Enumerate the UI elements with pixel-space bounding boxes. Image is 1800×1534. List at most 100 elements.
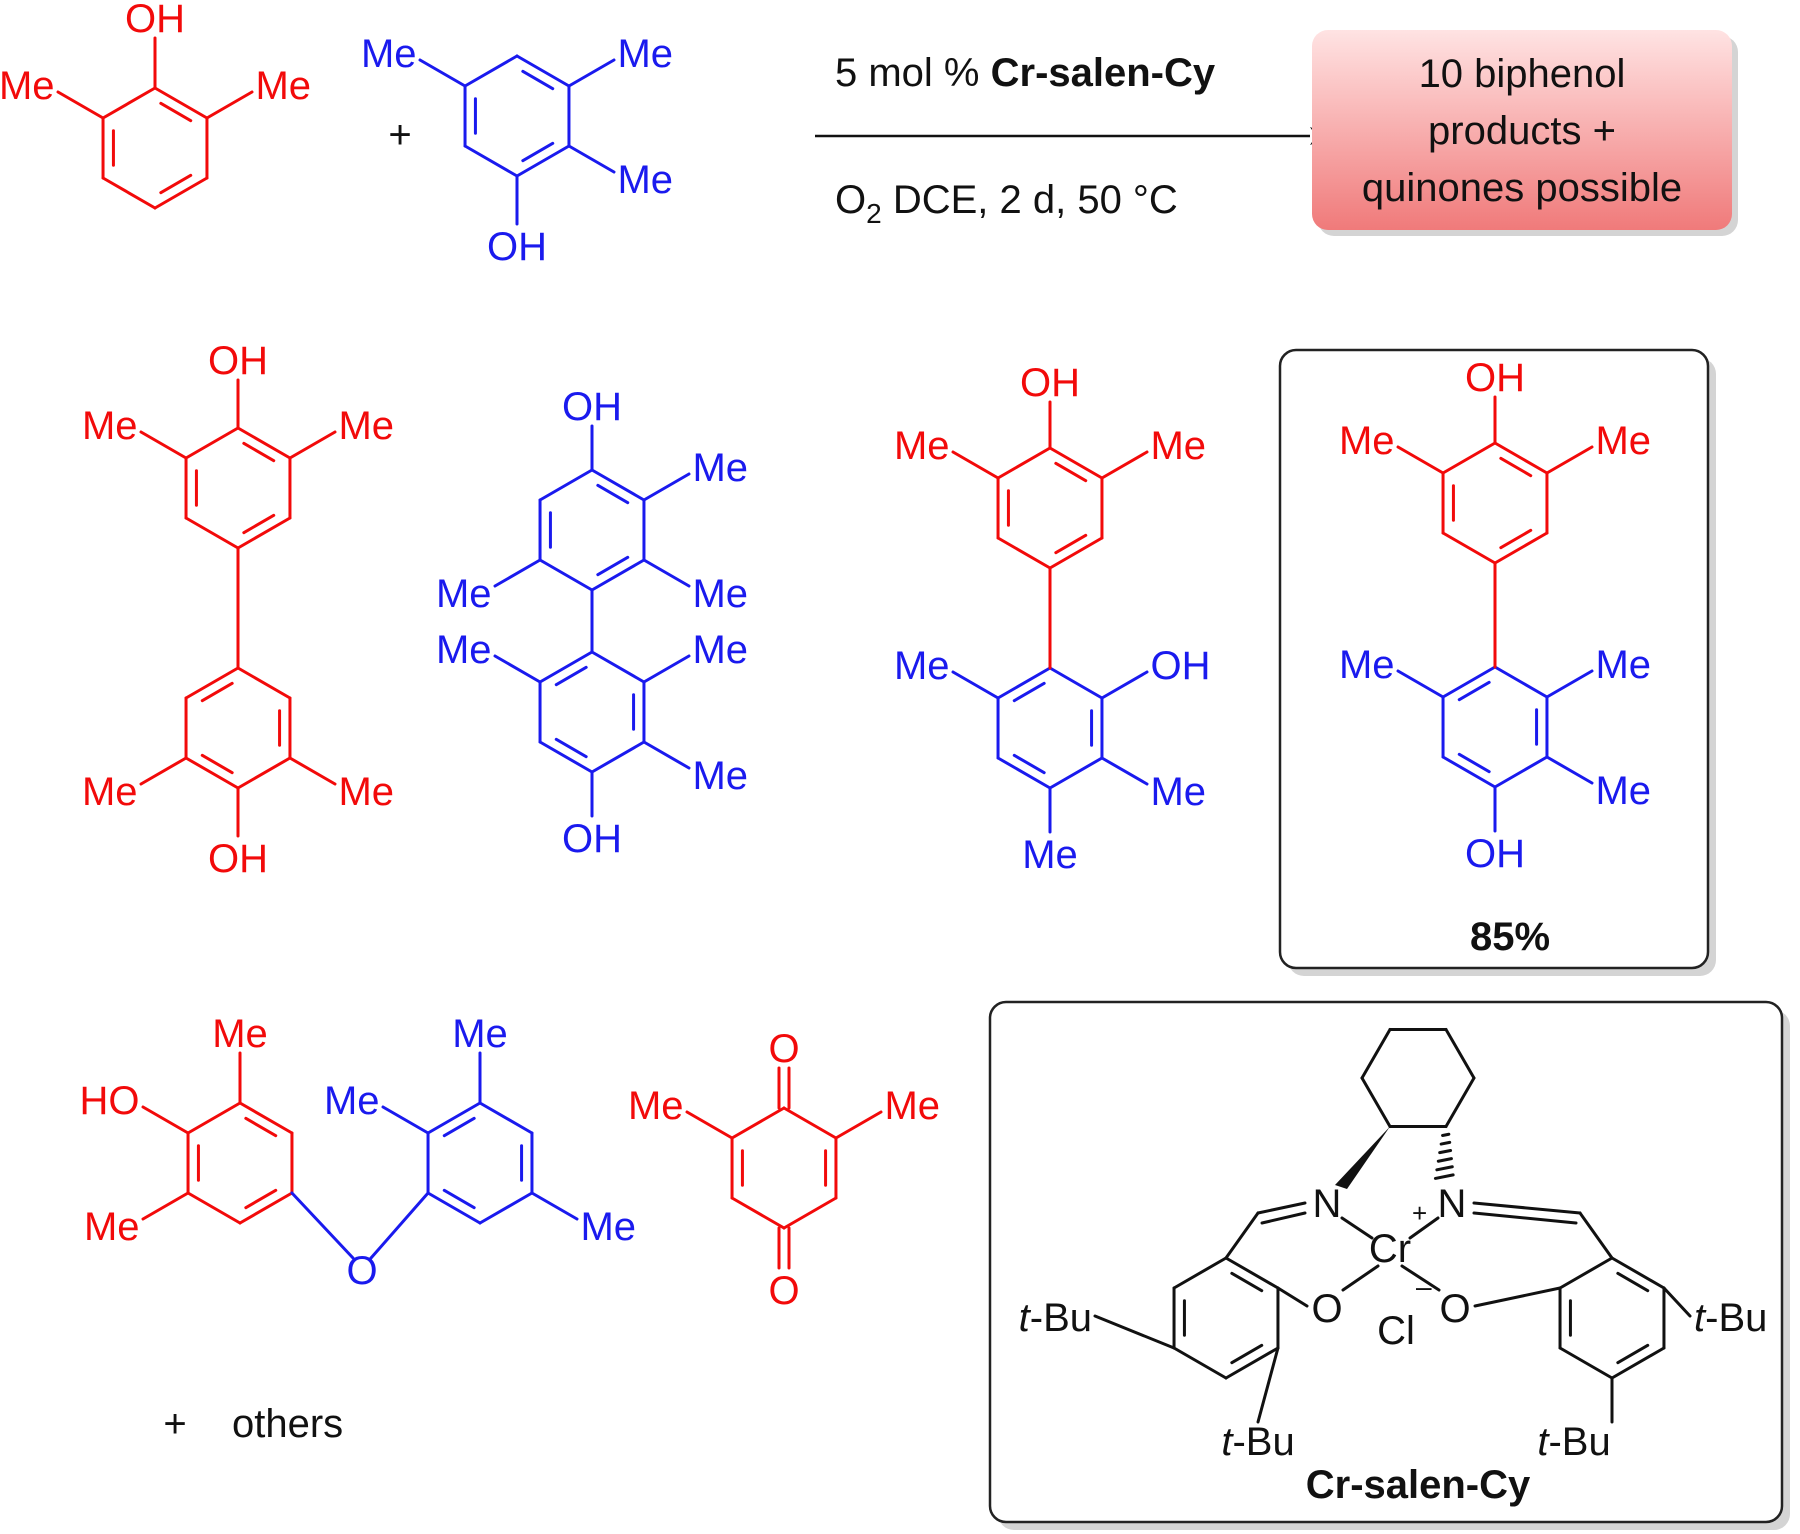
ring-double-bond [1230, 1271, 1264, 1293]
quinone-ring-bond [782, 1196, 838, 1230]
ring-double-bond [1499, 528, 1533, 550]
cyclohexane-bond [1444, 1028, 1476, 1080]
productB-ring-bond [538, 740, 594, 774]
substituent-bond [141, 1105, 190, 1135]
substituent-bond [139, 756, 188, 786]
productD-ring-bond [1493, 665, 1549, 699]
oxygen-right: O [1439, 1287, 1470, 1331]
productC-ring-bond [996, 756, 1052, 790]
ring-double-bond [242, 441, 276, 463]
hash-bond [1435, 1165, 1454, 1172]
ring-double-bond [1457, 752, 1491, 774]
substituent-bond [642, 740, 691, 770]
imine-double-bond [1260, 1211, 1307, 1225]
reactant2-oh: OH [487, 225, 547, 269]
substituent-bond [951, 450, 1000, 480]
ring-double-bond [200, 681, 234, 703]
quinone-ring-bond [782, 1106, 838, 1140]
reactant1-oh: OH [125, 0, 185, 41]
ether-bond [290, 1191, 355, 1260]
substituent-bond [567, 58, 616, 88]
imine-double-bond [1472, 1201, 1582, 1215]
productC-ring-bond [996, 446, 1052, 480]
ring-double-bond [554, 665, 588, 687]
ring-double-bond [1230, 1343, 1264, 1365]
reactant2-ring-bond [515, 54, 571, 88]
ring-double-bond [200, 753, 234, 775]
oxygen-left: O [1311, 1287, 1342, 1331]
substituent-bond [1662, 1286, 1692, 1318]
ring-double-bond [242, 513, 276, 535]
productB-oh-bottom: OH [562, 817, 622, 861]
ring-double-bond [1457, 680, 1491, 702]
productC-me-red: Me [1150, 424, 1206, 468]
productB-ring-bond [538, 650, 594, 684]
productD-me-blue: Me [1339, 643, 1395, 687]
reactant1-ring-bond [153, 86, 209, 120]
ring-double-bond [1054, 461, 1088, 483]
salen-ring-bond [1558, 1346, 1614, 1380]
substituent-bond [418, 58, 467, 88]
productB-oh-top: OH [562, 385, 622, 429]
ether-me-red: Me [84, 1205, 140, 1249]
cyclohexane-bond [1444, 1076, 1476, 1128]
reactant2-ring-bond [463, 144, 519, 178]
ring-double-bond [1616, 1271, 1650, 1293]
ring-double-bond [596, 555, 630, 577]
result-line-1: 10 biphenol [1419, 52, 1626, 96]
reactant1-ring-bond [153, 176, 209, 210]
quinone-ring-bond [730, 1196, 786, 1230]
hash-bond [1433, 1173, 1455, 1180]
ring-double-bond [1054, 533, 1088, 555]
productD-oh-blue: OH [1465, 832, 1525, 876]
productB-ring-bond [590, 468, 646, 502]
condition-catalyst-loading: 5 mol % Cr-salen-Cy [835, 51, 1216, 95]
productD-ring-bond [1441, 665, 1497, 699]
productD-me-red: Me [1339, 419, 1395, 463]
salen-ring-bond [1610, 1346, 1666, 1380]
productC-ring-bond [1048, 446, 1104, 480]
substituent-bond [642, 558, 691, 588]
tbu-left-bottom: t-Bu [1221, 1420, 1294, 1464]
productB-me: Me [436, 572, 492, 616]
substituent-bond [834, 1110, 883, 1140]
charge-minus: – [1416, 1271, 1432, 1302]
ring-double-bond [442, 1116, 476, 1138]
salen-ring-bond [1172, 1346, 1228, 1380]
productA-oh-top: OH [208, 339, 268, 383]
substituent-bond [1100, 670, 1149, 700]
nitrogen-left: N [1313, 1182, 1342, 1226]
substituent-bond [205, 90, 254, 120]
imine-double-bond [1256, 1201, 1307, 1215]
substituent-bond [642, 654, 691, 684]
productC-ring-bond [996, 666, 1052, 700]
substituent-bond [288, 430, 337, 460]
reactant1-ring-bond [101, 86, 157, 120]
phenoxide-bond [1473, 1286, 1562, 1308]
substituent-bond [493, 654, 542, 684]
productC-me-red: Me [894, 424, 950, 468]
productB-ring-bond [590, 650, 646, 684]
ring-double-bond [442, 1188, 476, 1210]
ring-double-bond [159, 101, 193, 123]
ring-double-bond [521, 69, 555, 91]
substituent-bond [951, 670, 1000, 700]
productA-me: Me [82, 770, 138, 814]
productB-me: Me [692, 572, 748, 616]
imine-double-bond [1472, 1211, 1578, 1225]
coordination-bond [1408, 1216, 1440, 1240]
substituent-bond [1100, 756, 1149, 786]
catalyst-box [988, 1000, 1784, 1524]
salen-ring-bond [1224, 1256, 1280, 1290]
reactant2-ring-bond [515, 144, 571, 178]
salen-ring-bond [1558, 1256, 1614, 1290]
charge-plus: + [1412, 1198, 1427, 1228]
productD-ring-bond [1441, 755, 1497, 789]
productA-ring-bond [236, 426, 292, 460]
ring-double-bond [521, 141, 555, 163]
ether-ring-bond [478, 1191, 534, 1225]
productB-ring-bond [538, 468, 594, 502]
result-line-2: products + [1428, 109, 1616, 153]
substituent-bond [530, 1191, 579, 1221]
